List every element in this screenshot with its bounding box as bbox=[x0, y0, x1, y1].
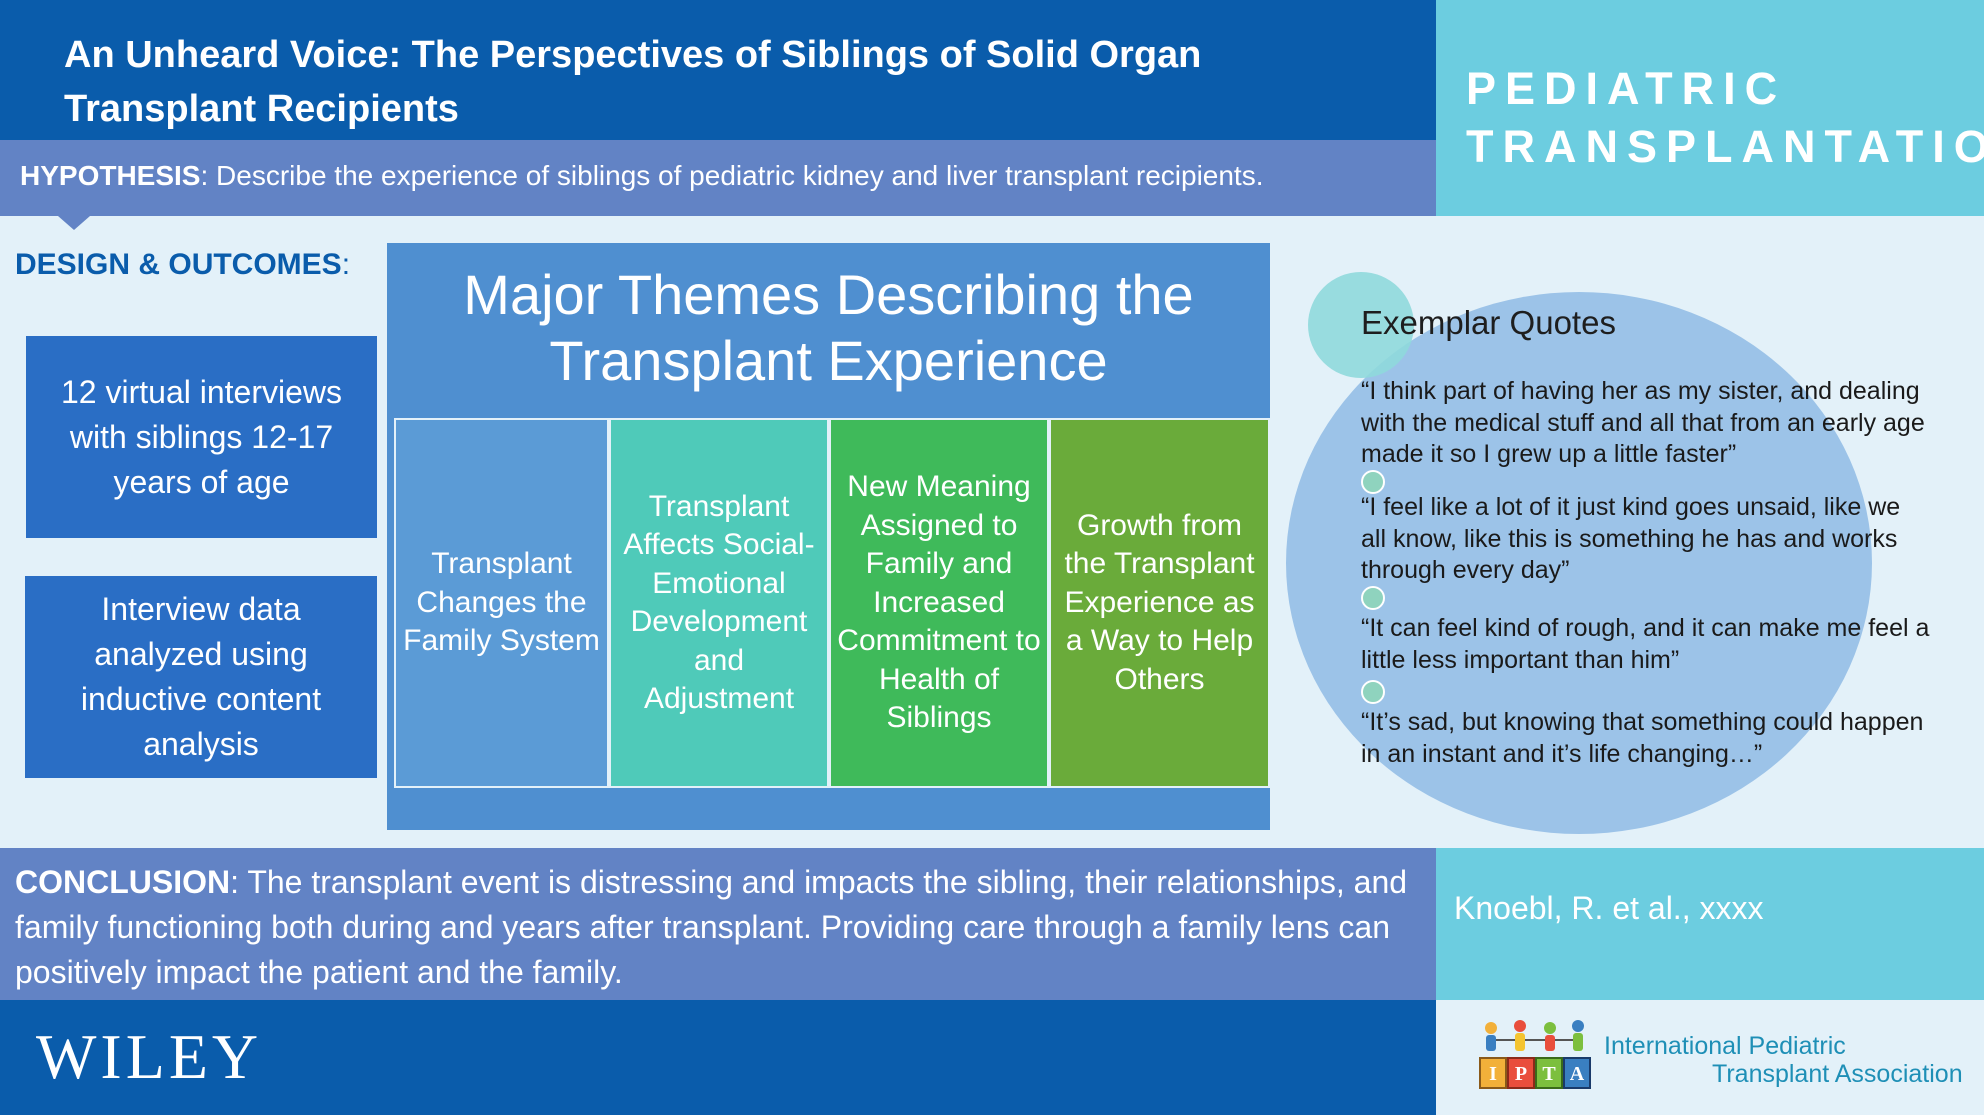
quote-item: “It’s sad, but knowing that something co… bbox=[1361, 708, 1924, 768]
journal-title-line2: TRANSPLANTATION bbox=[1466, 121, 1984, 172]
design-box-analysis: Interview data analyzed using inductive … bbox=[25, 576, 377, 778]
svg-text:T: T bbox=[1542, 1063, 1556, 1085]
quote-item: “I think part of having her as my sister… bbox=[1361, 377, 1925, 468]
theme-growth: Growth from the Transplant Experience as… bbox=[1049, 418, 1270, 788]
conclusion-band bbox=[0, 848, 1436, 1000]
design-outcomes-label: DESIGN & OUTCOMES: bbox=[15, 248, 350, 282]
hypothesis-pointer bbox=[58, 216, 90, 230]
footer-band bbox=[0, 1000, 1436, 1115]
conclusion-body: : The transplant event is distressing an… bbox=[15, 864, 1408, 990]
design-label-text: DESIGN & OUTCOMES bbox=[15, 248, 342, 281]
journal-title: PEDIATRIC TRANSPLANTATION bbox=[1466, 60, 1984, 176]
ipta-logo-icon: I P T A bbox=[1479, 1020, 1591, 1089]
quotes-circle bbox=[1286, 292, 1872, 834]
theme-new-meaning: New Meaning Assigned to Family and Incre… bbox=[829, 418, 1049, 788]
ipta-name-line1: International Pediatric bbox=[1604, 1032, 1846, 1060]
ipta-blocks bbox=[1479, 1057, 1591, 1089]
ipta-name-line2: Transplant Association bbox=[1712, 1060, 1963, 1088]
wiley-logo: WILEY bbox=[36, 1021, 263, 1092]
ipta-children-figures bbox=[1485, 1020, 1584, 1051]
quote-bullet bbox=[1361, 680, 1385, 704]
poster-title: An Unheard Voice: The Perspectives of Si… bbox=[64, 34, 1202, 130]
themes-title: Major Themes Describing the Transplant E… bbox=[463, 263, 1194, 392]
svg-text:P: P bbox=[1515, 1063, 1527, 1085]
quote-bullet bbox=[1361, 470, 1385, 494]
conclusion-text: CONCLUSION: The transplant event is dist… bbox=[15, 860, 1430, 995]
hypothesis-band bbox=[0, 140, 1436, 216]
theme-social-emotional: Transplant Affects Social-Emotional Deve… bbox=[609, 418, 829, 788]
citation-text: Knoebl, R. et al., xxxx bbox=[1454, 890, 1764, 926]
quote-bullet bbox=[1361, 586, 1385, 610]
quotes-accent-circle bbox=[1308, 272, 1414, 378]
ipta-block-letters: I P T A bbox=[1489, 1063, 1585, 1085]
hypothesis-body: : Describe the experience of siblings of… bbox=[200, 160, 1264, 191]
svg-text:I: I bbox=[1489, 1063, 1497, 1085]
hypothesis-label: HYPOTHESIS bbox=[20, 160, 201, 191]
quote-item: “I feel like a lot of it just kind goes … bbox=[1361, 493, 1901, 584]
theme-family-system: Transplant Changes the Family System bbox=[394, 418, 609, 788]
svg-text:A: A bbox=[1570, 1063, 1585, 1085]
hypothesis-text: HYPOTHESIS: Describe the experience of s… bbox=[20, 158, 1420, 194]
quotes-heading: Exemplar Quotes bbox=[1361, 304, 1616, 341]
quote-item: “It can feel kind of rough, and it can m… bbox=[1361, 614, 1930, 674]
conclusion-label: CONCLUSION bbox=[15, 864, 231, 900]
journal-title-line1: PEDIATRIC bbox=[1466, 63, 1787, 114]
journal-panel bbox=[1436, 0, 1984, 216]
design-box-interviews: 12 virtual interviews with siblings 12-1… bbox=[26, 336, 377, 538]
title-band bbox=[0, 0, 1436, 140]
citation-panel bbox=[1436, 848, 1984, 1000]
design-label-suffix: : bbox=[341, 248, 351, 281]
